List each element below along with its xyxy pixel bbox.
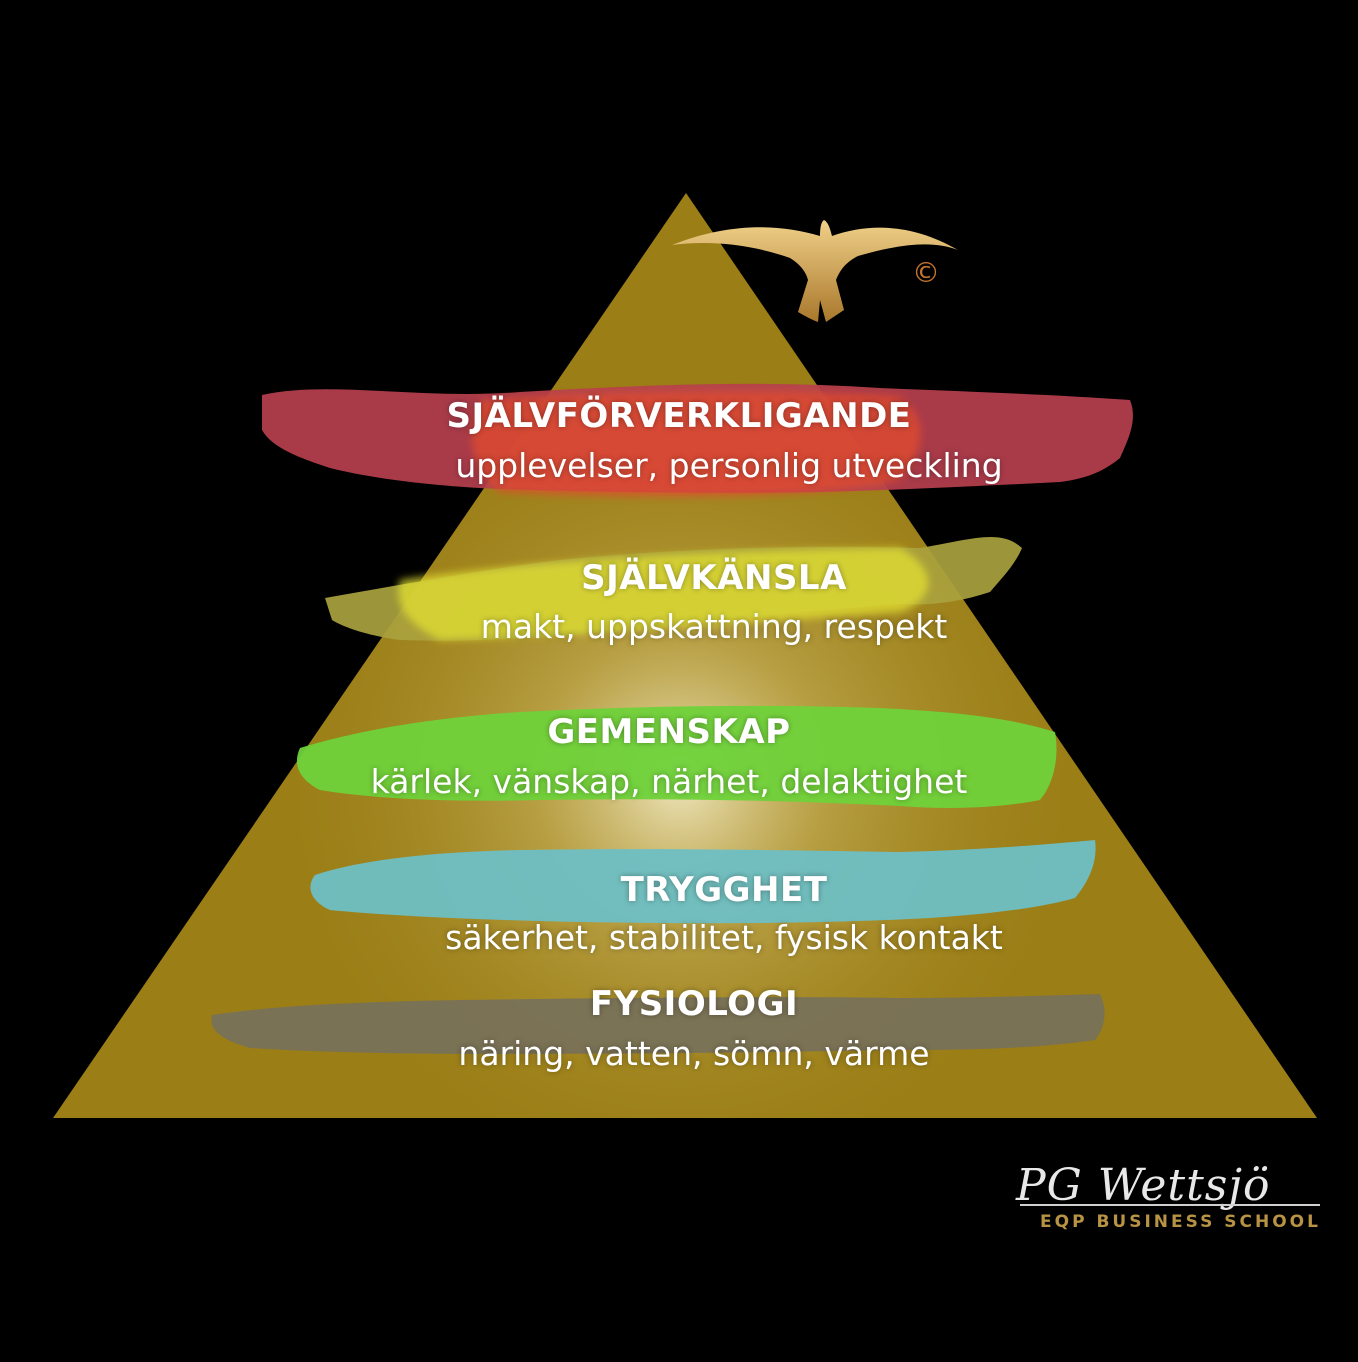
brush-stroke-level-2 bbox=[325, 537, 1022, 641]
pyramid-glow bbox=[53, 193, 1317, 1118]
level-4-subtitle: säkerhet, stabilitet, fysisk kontakt bbox=[445, 918, 1003, 957]
logo-underline bbox=[1020, 1204, 1320, 1206]
copyright-symbol: © bbox=[912, 256, 940, 289]
brand-logo: PG Wettsjö EQP BUSINESS SCHOOL bbox=[1010, 1160, 1320, 1240]
eagle-icon bbox=[672, 220, 958, 322]
logo-script: PG Wettsjö bbox=[1016, 1160, 1271, 1211]
level-2-subtitle: makt, uppskattning, respekt bbox=[480, 607, 948, 646]
level-1-subtitle: upplevelser, personlig utveckling bbox=[455, 446, 1003, 485]
level-3-title: GEMENSKAP bbox=[547, 712, 791, 752]
brush-stroke-level-5 bbox=[211, 994, 1105, 1054]
level-1-title: SJÄLVFÖRVERKLIGANDE bbox=[446, 396, 912, 436]
brush-stroke-level-1 bbox=[262, 383, 1133, 497]
level-2-title: SJÄLVKÄNSLA bbox=[581, 558, 847, 598]
level-5-subtitle: näring, vatten, sömn, värme bbox=[458, 1034, 930, 1073]
level-5-title: FYSIOLOGI bbox=[589, 984, 799, 1024]
brush-stroke-level-3 bbox=[296, 705, 1057, 808]
level-3-subtitle: kärlek, vänskap, närhet, delaktighet bbox=[370, 762, 968, 801]
level-4-title: TRYGGHET bbox=[620, 870, 828, 910]
logo-subtitle: EQP BUSINESS SCHOOL bbox=[1040, 1212, 1321, 1232]
brush-stroke-level-4 bbox=[310, 840, 1096, 924]
